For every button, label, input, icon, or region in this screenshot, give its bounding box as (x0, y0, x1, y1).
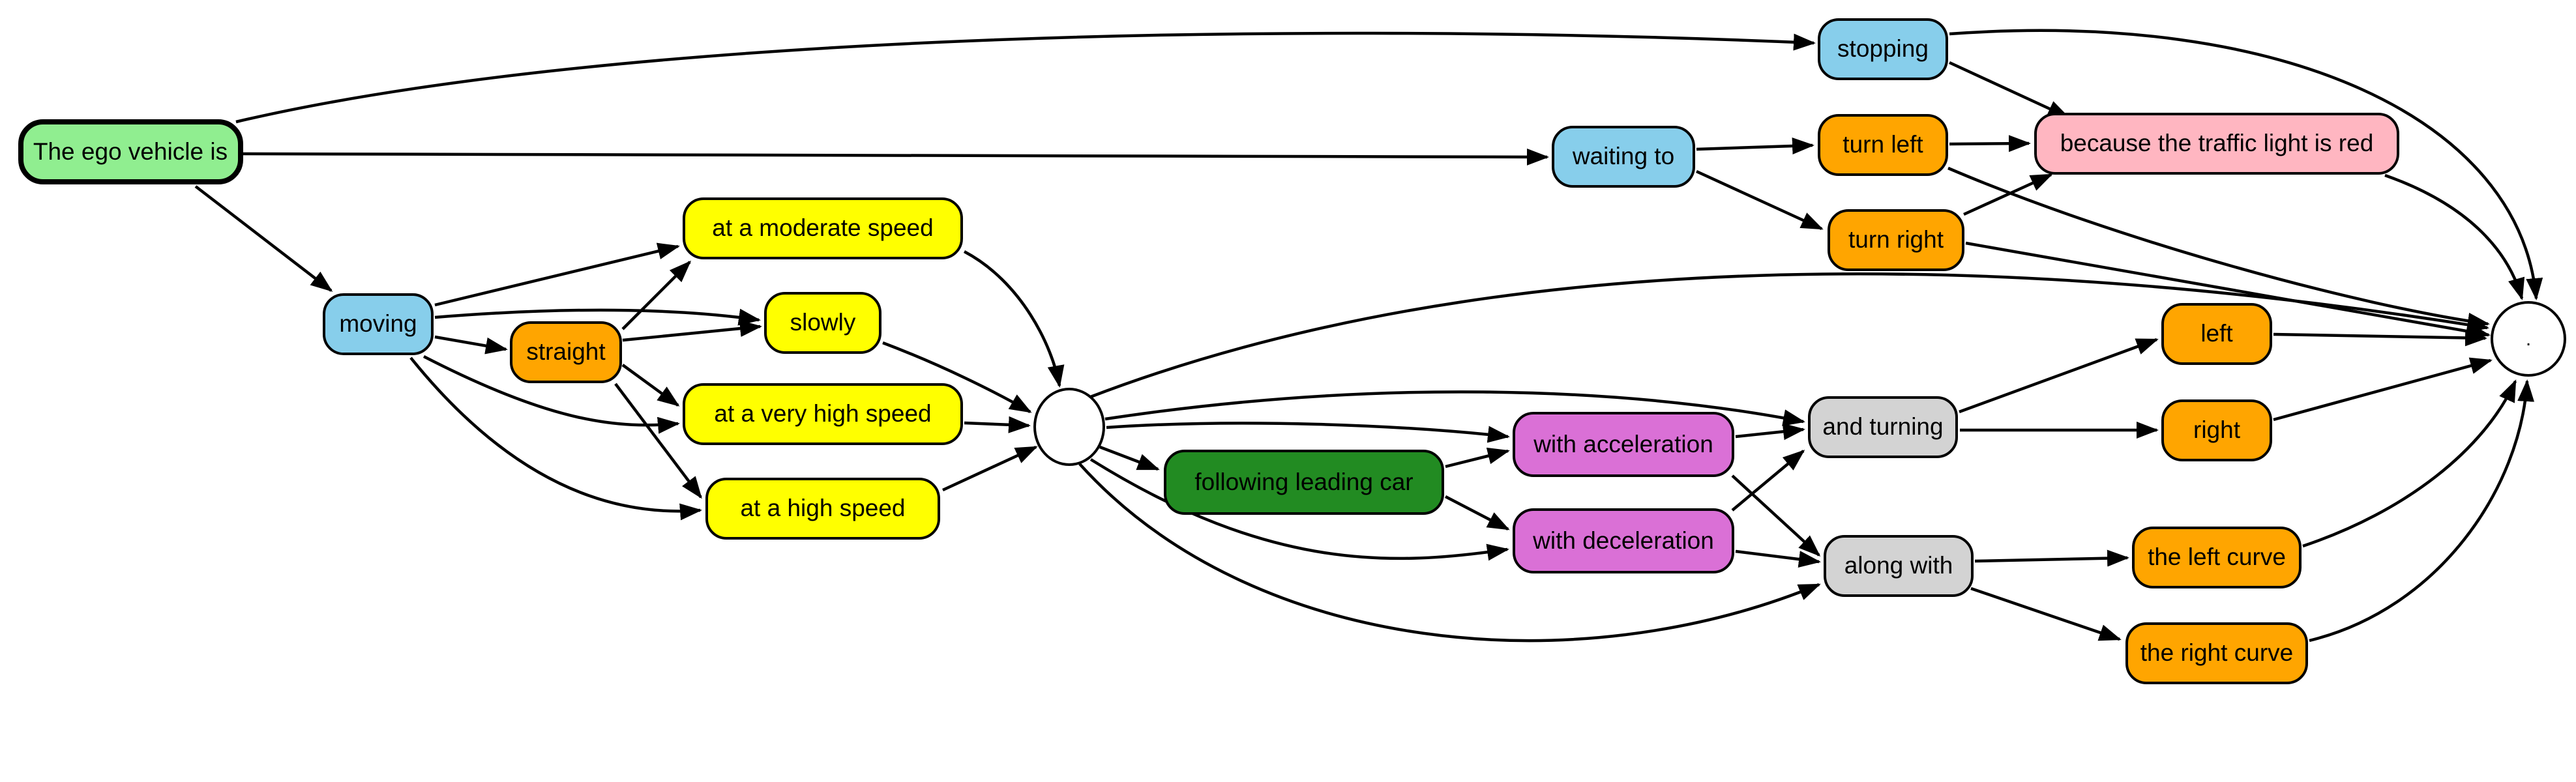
edge-moving-to-high (409, 356, 702, 521)
edge-j1-to-alongwith (1078, 463, 1821, 643)
node-stopping: stopping (1818, 18, 1948, 80)
edge-straight-to-high (614, 383, 702, 499)
edge-slowly-to-j1 (882, 341, 1032, 413)
node-straight: straight (510, 321, 622, 383)
edge-moving-to-moderate (434, 242, 680, 307)
node-following: following leading car (1164, 450, 1444, 515)
node-dec: with deceleration (1513, 508, 1734, 573)
node-high: at a high speed (705, 477, 940, 540)
edge-turnleft-to-end (1947, 166, 2490, 330)
node-rightcurve: the right curve (2125, 622, 2308, 684)
node-left: left (2161, 302, 2272, 365)
edge-j1-to-andturning (1104, 390, 1805, 426)
edge-acc-to-andturning (1735, 423, 1805, 441)
edge-moving-to-slowly (434, 308, 761, 326)
node-alongwith: along with (1824, 534, 1974, 597)
edge-j1-to-following (1099, 445, 1160, 471)
node-turnright: turn right (1828, 209, 1964, 271)
node-moving: moving (323, 293, 434, 355)
node-ego: The ego vehicle is (18, 119, 243, 184)
node-waitingto: waiting to (1552, 125, 1695, 188)
edge-waitingto-to-turnleft (1696, 138, 1814, 155)
edge-acc-to-alongwith (1731, 474, 1821, 557)
node-right: right (2161, 399, 2272, 461)
edge-turnright-to-because (1963, 173, 2053, 216)
edge-left-to-end (2273, 329, 2487, 347)
node-slowly: slowly (764, 291, 881, 354)
edge-rightcurve-to-end (2309, 379, 2535, 643)
edge-high-to-j1 (942, 445, 1038, 492)
node-end: . (2491, 301, 2566, 377)
edge-following-to-acc (1445, 447, 1510, 469)
edge-moderate-to-j1 (963, 250, 1065, 388)
edge-moving-to-veryhigh (422, 355, 680, 434)
node-because: because the traffic light is red (2034, 112, 2399, 175)
edge-right-to-end (2273, 357, 2493, 422)
node-moderate: at a moderate speed (683, 197, 963, 259)
edge-stopping-to-because (1949, 61, 2070, 119)
edge-straight-to-slowly (622, 320, 762, 342)
edge-alongwith-to-rightcurve (1970, 586, 2122, 641)
edge-straight-to-veryhigh (621, 364, 680, 407)
edge-following-to-dec (1444, 495, 1510, 530)
node-leftcurve: the left curve (2132, 526, 2302, 588)
node-turnleft: turn left (1818, 113, 1948, 176)
edge-ego-to-moving (194, 185, 333, 292)
edge-ego-to-stopping (235, 31, 1816, 124)
node-j1 (1033, 388, 1105, 466)
edge-ego-to-waitingto (242, 148, 1549, 166)
edge-dec-to-alongwith (1735, 549, 1821, 568)
edge-stopping-to-end (1949, 29, 2543, 300)
edge-veryhigh-to-j1 (964, 416, 1031, 433)
node-andturning: and turning (1808, 396, 1958, 458)
edge-andturning-to-left (1959, 338, 2159, 414)
edge-leftcurve-to-end (2302, 379, 2517, 548)
edge-j1-to-acc (1106, 422, 1510, 443)
node-acc: with acceleration (1513, 412, 1734, 477)
edge-waitingto-to-turnright (1696, 169, 1824, 231)
edge-moving-to-straight (434, 335, 508, 355)
edge-alongwith-to-leftcurve (1974, 549, 2129, 567)
edge-dec-to-andturning (1731, 450, 1805, 512)
node-veryhigh: at a very high speed (683, 383, 963, 445)
edge-turnright-to-end (1965, 241, 2491, 340)
edge-because-to-end (2384, 173, 2525, 300)
edge-straight-to-moderate (621, 260, 692, 330)
edge-turnleft-to-because (1949, 135, 2031, 152)
